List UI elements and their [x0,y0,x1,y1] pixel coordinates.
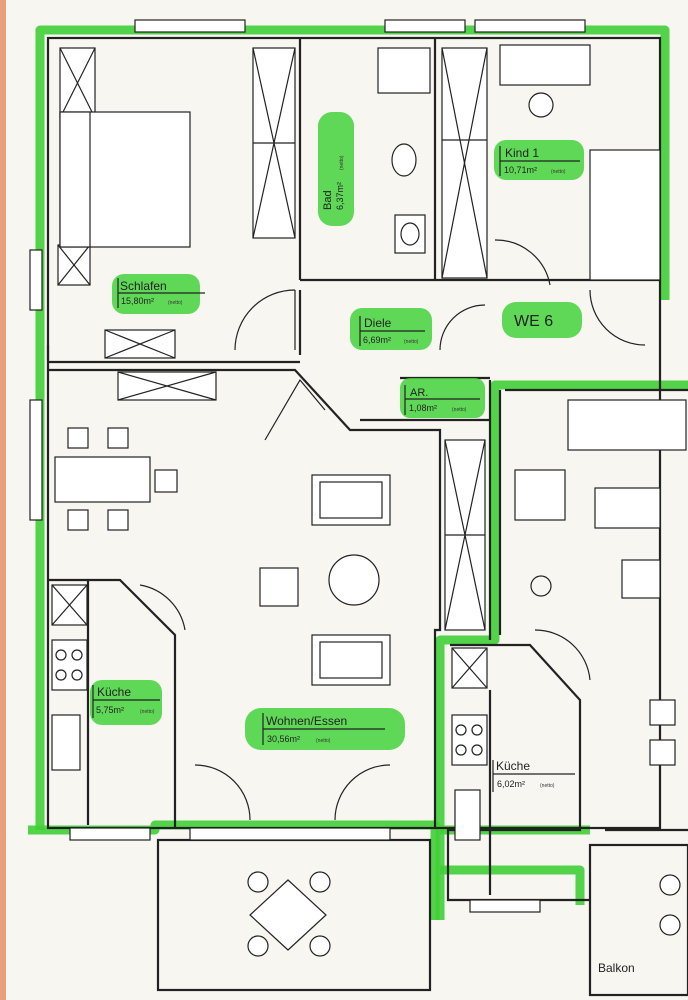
room-area-kueche2: 6,02m² [497,779,525,789]
room-note-kueche1: (netto) [140,709,155,715]
right-unit-furniture [514,399,687,936]
windows [29,19,586,913]
wardrobes [57,47,488,631]
room-area-ar: 1,08m² [409,403,437,413]
room-note-diele: (netto) [404,339,419,345]
room-name-bad: Bad [322,190,334,210]
room-area-wohnen: 30,56m² [267,734,300,744]
unit-label: WE 6 [514,313,553,330]
room-area-diele: 6,69m² [363,335,391,345]
room-area-kind1: 10,71m² [504,165,537,175]
room-note-wohnen: (netto) [316,738,331,744]
dining-table-left [54,427,178,531]
balcony-label: Balkon [598,961,635,975]
kitchen-left-fixtures [51,584,88,771]
room-labels: Schlafen 15,80m² (netto) Bad 6,37m² (net… [92,146,635,975]
room-note-kueche2: (netto) [540,783,555,789]
room-area-bad: 6,37m² [335,182,345,210]
room-area-kueche1: 5,75m² [96,705,124,715]
room-name-kueche1: Küche [97,685,131,699]
kitchen-right-fixtures [451,647,488,841]
paper-edge [0,0,6,1000]
room-name-ar: AR. [410,387,428,399]
living-furniture [259,474,391,686]
beds [59,44,661,281]
room-name-kind1: Kind 1 [505,146,539,160]
bathroom-fixtures [377,47,554,254]
door-swings [139,239,646,821]
room-name-schlafen: Schlafen [120,279,167,293]
walls-right-unit [446,388,688,997]
balcony-furniture [247,871,331,957]
room-name-kueche2: Küche [496,759,530,773]
room-note-ar: (netto) [452,407,467,413]
room-area-schlafen: 15,80m² [121,296,154,306]
room-name-diele: Diele [364,316,392,330]
room-note-bad: (netto) [339,155,345,170]
room-note-schlafen: (netto) [168,300,183,306]
room-note-kind1: (netto) [551,169,566,175]
room-name-wohnen: Wohnen/Essen [266,714,347,728]
